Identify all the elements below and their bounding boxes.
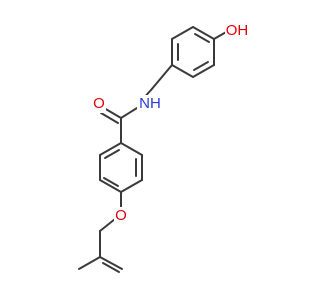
bond-alkene-to-methyl bbox=[78, 256, 101, 270]
bond-lower-ring-6 bbox=[99, 142, 122, 156]
bond-alkene-double-1 bbox=[99, 256, 123, 270]
bond-upper-ring-inner-2 bbox=[193, 61, 209, 71]
hydroxyl-label-background bbox=[225, 22, 249, 40]
bond-nh-to-carbonyl-carbon bbox=[120, 107, 138, 119]
amide-nitrogen-label: NH bbox=[139, 95, 161, 112]
bond-upper-ring-inner-1 bbox=[194, 33, 210, 43]
bond-upper-ring-4 bbox=[171, 64, 194, 78]
bond-lower-ring-1 bbox=[120, 142, 143, 156]
bond-layer bbox=[78, 26, 229, 273]
molecule-structure: OH NH O O bbox=[78, 22, 249, 273]
bond-upper-ring-6 bbox=[171, 26, 194, 40]
bond-lower-ring-4 bbox=[99, 179, 122, 193]
bond-alkene-double-2 bbox=[102, 262, 120, 273]
atom-label-layer: OH NH O O bbox=[92, 22, 249, 225]
carbonyl-oxygen-label: O bbox=[93, 95, 105, 112]
amide-nitrogen-label-background bbox=[137, 95, 163, 113]
hydroxyl-oxygen-label: OH bbox=[226, 22, 249, 39]
ether-oxygen-label: O bbox=[115, 207, 127, 224]
bond-carbonyl-double-2 bbox=[100, 112, 119, 124]
bond-upper-ring-3 bbox=[192, 64, 215, 78]
bond-carbonyl-double-1 bbox=[103, 107, 122, 119]
bond-lower-ring-3 bbox=[120, 179, 143, 193]
bond-lower-ring-inner-2 bbox=[103, 177, 119, 187]
bond-ring-to-ch2 bbox=[150, 64, 173, 91]
bond-ether-oxygen-to-ch2 bbox=[99, 218, 116, 232]
ether-oxygen-label-background bbox=[114, 207, 128, 225]
bond-upper-ring-1 bbox=[192, 26, 215, 40]
bond-lower-ring-inner-3 bbox=[104, 149, 120, 159]
carbonyl-oxygen-label-background bbox=[92, 95, 106, 113]
